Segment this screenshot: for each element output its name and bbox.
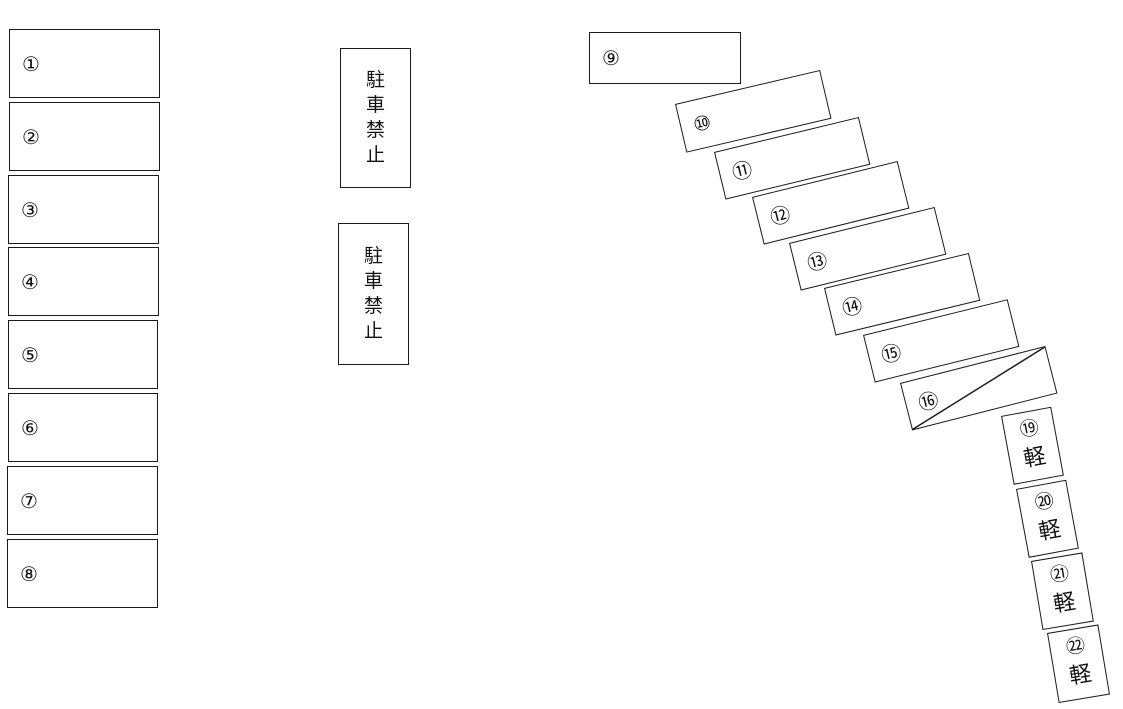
parking-stall-9: ⑨ (589, 32, 741, 84)
parking-stall-16-crossed: ⑯ (900, 345, 1058, 431)
sign-char: 駐 (363, 245, 383, 267)
kei-car-stall-19: ⑲ 軽 (1001, 406, 1064, 485)
stall-number: ㉒ (1064, 634, 1087, 659)
stall-number: ⑤ (21, 342, 39, 367)
stall-number: ⑭ (839, 292, 865, 321)
stall-number: ⑪ (729, 156, 755, 185)
parking-stall-5: ⑤ (8, 320, 158, 389)
no-parking-sign-1: 駐 車 禁 止 (340, 48, 411, 188)
stall-number: ㉑ (1048, 562, 1071, 587)
parking-stall-6: ⑥ (8, 393, 158, 462)
no-parking-sign-2: 駐 車 禁 止 (338, 223, 409, 365)
stall-number: ⑳ (1032, 489, 1056, 515)
kei-car-stall-21: ㉑ 軽 (1031, 552, 1094, 631)
kei-car-label: 軽 (1021, 443, 1048, 473)
stall-number: ③ (21, 197, 39, 222)
stall-number: ⑲ (1017, 416, 1041, 442)
kei-car-stall-22: ㉒ 軽 (1047, 624, 1111, 704)
stall-number: ⑮ (878, 339, 904, 368)
kei-car-label: 軽 (1051, 589, 1078, 618)
stall-number: ⑥ (21, 415, 39, 440)
stall-number: ⑩ (690, 109, 714, 138)
parking-stall-3: ③ (8, 175, 159, 244)
parking-stall-8: ⑧ (7, 539, 158, 608)
parking-stall-1: ① (9, 29, 160, 98)
cross-out-diagonal-line (912, 346, 1046, 430)
sign-char: 止 (363, 320, 383, 342)
kei-car-stall-20: ⑳ 軽 (1016, 479, 1079, 558)
sign-char: 禁 (363, 295, 383, 317)
parking-stall-4: ④ (8, 247, 159, 316)
stall-number: ② (22, 124, 40, 149)
kei-car-label: 軽 (1067, 661, 1094, 690)
stall-number: ⑧ (20, 561, 38, 586)
sign-char: 駐 (365, 69, 385, 91)
sign-char: 車 (365, 94, 385, 116)
stall-number: ⑬ (804, 247, 830, 276)
kei-car-label: 軽 (1036, 516, 1063, 546)
sign-char: 止 (365, 144, 385, 166)
sign-char: 禁 (365, 119, 385, 141)
stall-number: ④ (21, 269, 39, 294)
parking-stall-7: ⑦ (7, 466, 158, 535)
sign-char: 車 (363, 270, 383, 292)
stall-number: ① (22, 51, 40, 76)
stall-number: ⑦ (20, 488, 38, 513)
stall-number: ⑫ (767, 201, 793, 230)
stall-number: ⑨ (602, 46, 620, 70)
parking-stall-2: ② (9, 102, 160, 171)
